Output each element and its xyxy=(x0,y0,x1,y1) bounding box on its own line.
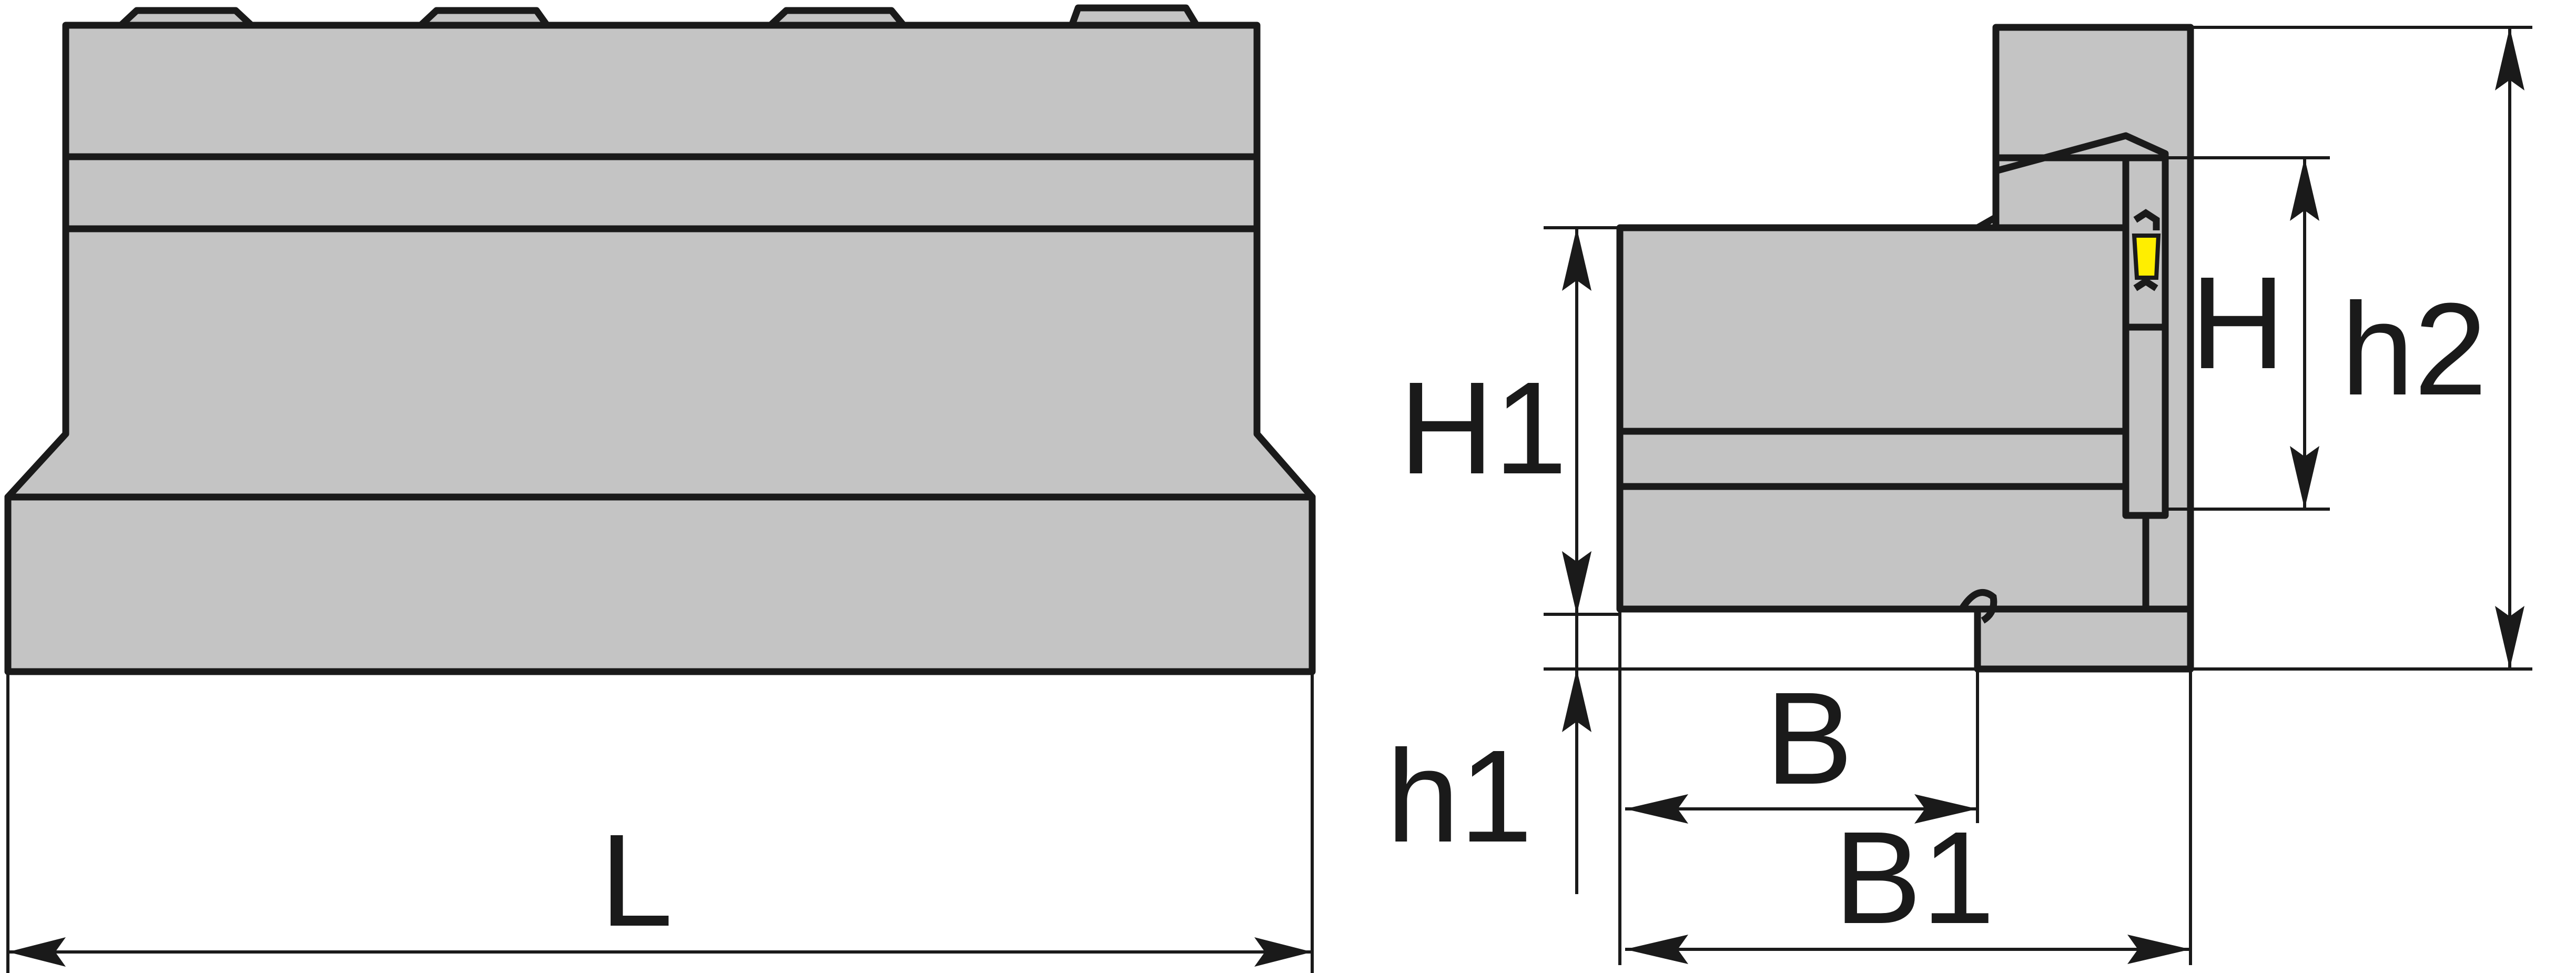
arrowhead xyxy=(1625,794,1688,824)
label-h2: h2 xyxy=(2341,276,2487,422)
arrowhead xyxy=(8,937,66,967)
dimension-B: B xyxy=(1618,609,1979,965)
front-view-base xyxy=(4,493,1316,675)
arrowhead xyxy=(2495,606,2524,669)
label-B: B xyxy=(1766,665,1853,812)
arrowhead xyxy=(2290,158,2319,221)
label-H1: H1 xyxy=(1399,354,1567,501)
arrowhead xyxy=(2290,446,2319,509)
arrowhead xyxy=(1562,551,1591,614)
label-h1: h1 xyxy=(1386,723,1533,869)
label-L: L xyxy=(600,807,673,954)
side-view-step xyxy=(1975,214,1998,231)
dimension-L: L xyxy=(6,672,1314,973)
dimension-B1: B1 xyxy=(1625,669,2192,965)
side-view-hook xyxy=(1959,589,1997,624)
side-view-main-body xyxy=(1616,224,2149,613)
insert-clip xyxy=(2133,277,2158,291)
arrowhead xyxy=(1625,935,1688,964)
dimension-h1: h1 xyxy=(1386,551,1977,894)
arrowhead xyxy=(1562,669,1591,732)
side-view-foot xyxy=(1974,605,2194,673)
arrowhead xyxy=(1254,937,1312,967)
yellow-insert xyxy=(2132,234,2161,280)
dimension-H: H xyxy=(2165,156,2330,511)
dimension-h2: h2 xyxy=(2190,26,2532,671)
arrowhead xyxy=(1914,794,1977,824)
front-view-upper-body xyxy=(4,22,1316,501)
arrowhead xyxy=(2127,935,2190,964)
arrowhead xyxy=(2495,27,2524,90)
dimension-H1: H1 xyxy=(1399,226,1620,616)
front-view xyxy=(4,4,1316,675)
label-B1: B1 xyxy=(1834,804,1995,951)
side-view-wedge xyxy=(1992,132,2169,175)
insert-clip xyxy=(2133,209,2160,230)
arrowhead xyxy=(1562,228,1591,291)
label-H: H xyxy=(2190,249,2286,396)
side-view xyxy=(1616,24,2194,673)
